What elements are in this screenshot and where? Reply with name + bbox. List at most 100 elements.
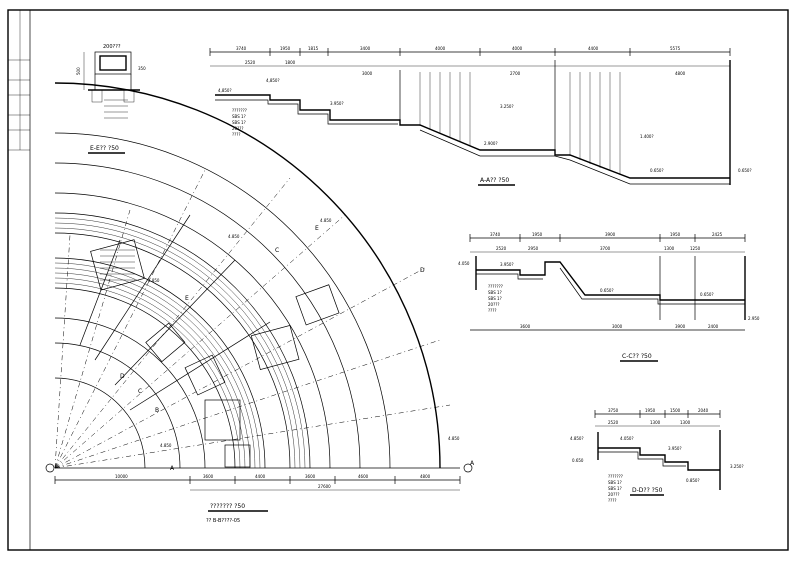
subdim-c-3: 3700 [600,246,611,251]
dim-a-4: 3400 [360,46,371,51]
plan-title: ??????? ?50 [210,503,245,510]
subdim-a-4: 2700 [510,71,521,76]
elev-d-6: 0.650 [572,458,584,463]
subdim-d-2: 1300 [650,420,661,425]
detail-e-dim-a: 500 [76,67,81,75]
plan-dim-5: 4600 [358,474,369,479]
dim-a-3: 1815 [308,46,319,51]
subdim-c-5: 1250 [690,246,701,251]
elev-d-1: 4.850? [570,436,584,441]
plan-elev-5: 4.850 [448,436,460,441]
elev-d-2: 4.050? [620,436,634,441]
dim-c-2: 1950 [532,232,543,237]
detail-e-e: 200??? 500 350 E-E?? ?50 [76,44,146,154]
botdim-c-1: 3600 [520,324,531,329]
dim-c-1: 3740 [490,232,501,237]
axis-e-top: E [315,225,319,232]
elev-a-6: 1.400? [640,134,654,139]
note-c-4: 20??? [488,302,499,307]
fan-plan: A B C D E A C D E 4.850 4.850 4.850 4.85… [45,82,475,524]
note-a-5: ???? [232,132,241,137]
dim-d-4: 2040 [698,408,709,413]
section-marker-right [463,463,473,473]
section-a-a: 3740 1950 1815 3400 4000 4000 4400 5575 … [209,46,752,186]
elev-a-5: 2.900? [484,141,498,146]
note-c-2: SBS 1? [488,290,502,295]
elev-a-1: 4,850? [218,88,232,93]
note-c-5: ???? [488,308,497,313]
plan-elev-1: 4.850 [228,234,240,239]
botdim-c-4: 2400 [708,324,719,329]
axis-a-bottom: A [170,465,175,472]
plan-dim-4: 3600 [305,474,316,479]
elev-a-7: 0.650? [650,168,664,173]
axis-e: E [185,295,189,302]
dim-c-3: 3900 [605,232,616,237]
detail-e-label-top: 200??? [103,44,121,50]
elev-c-1: 4.050 [458,261,470,266]
sheet-border [7,9,789,551]
axis-b: B [155,407,159,414]
elev-d-3: 3.950? [668,446,682,451]
axis-d: D [120,373,125,380]
dim-d-2: 1950 [645,408,656,413]
dim-d-1: 3750 [608,408,619,413]
subdim-c-2: 2950 [528,246,539,251]
note-a-3: SBS 1? [232,120,246,125]
subdim-a-1: 2520 [245,60,256,65]
elev-c-3: 0.650? [600,288,614,293]
note-d-4: 20??? [608,492,619,497]
plan-dim-6: 4800 [420,474,431,479]
section-c-title: C-C?? ?50 [622,353,652,360]
detail-e-title: E-E?? ?50 [90,145,119,152]
subdim-d-3: 1300 [680,420,691,425]
dim-a-7: 4400 [588,46,599,51]
note-c-1: ??????? [488,284,503,289]
section-c-c: 3740 1950 3900 1950 2425 2520 2950 3700 … [458,232,760,362]
elev-a-8: 0.650? [738,168,752,173]
subdim-a-3: 3000 [362,71,373,76]
elev-d-5: 0.850? [686,478,700,483]
plan-subtitle: ?? B-B????-05 [206,518,240,524]
plan-dim-2: 3600 [203,474,214,479]
axis-d-right: D [420,267,425,274]
section-a-title: A-A?? ?50 [480,177,509,184]
dim-a-8: 5575 [670,46,681,51]
section-d-title: D-D?? ?50 [632,487,663,494]
section-d-d: 3750 1950 1500 2040 2520 1300 1300 4.850… [570,408,744,503]
elev-a-4: 3.250? [500,104,514,109]
plan-dim-3: 4400 [255,474,266,479]
plan-total-dim: 27600 [318,484,331,489]
subdim-c-4: 1300 [664,246,675,251]
subdim-d-1: 2520 [608,420,619,425]
elev-c-2: 3.950? [500,262,514,267]
note-d-1: ??????? [608,474,623,479]
botdim-c-2: 3000 [612,324,623,329]
axis-a-right: A [470,460,475,467]
dim-a-5: 4000 [435,46,446,51]
plan-elev-2: 4.850 [320,218,332,223]
elev-d-4: 3.250? [730,464,744,469]
note-c-3: SBS 1? [488,296,502,301]
botdim-c-3: 3900 [675,324,686,329]
dim-c-4: 1950 [670,232,681,237]
detail-e-dim-b: 350 [138,66,146,71]
plan-elev-4: 4.850 [160,443,172,448]
dim-d-3: 1500 [670,408,681,413]
subdim-c-1: 2520 [496,246,507,251]
elev-c-4: 0.650? [700,292,714,297]
axis-c-top: C [275,247,279,254]
elev-a-2: 4,850? [266,78,280,83]
elev-a-3: 3.950? [330,101,344,106]
dim-a-1: 3740 [236,46,247,51]
note-a-1: ??????? [232,108,247,113]
note-d-3: SBS 1? [608,486,622,491]
plan-elev-3: 4.850 [148,278,160,283]
note-a-2: SBS 1? [232,114,246,119]
dim-c-5: 2425 [712,232,723,237]
section-marker-left [45,463,55,473]
note-d-2: SBS 1? [608,480,622,485]
plan-dim-1: 10000 [115,474,128,479]
subdim-a-5: 4800 [675,71,686,76]
